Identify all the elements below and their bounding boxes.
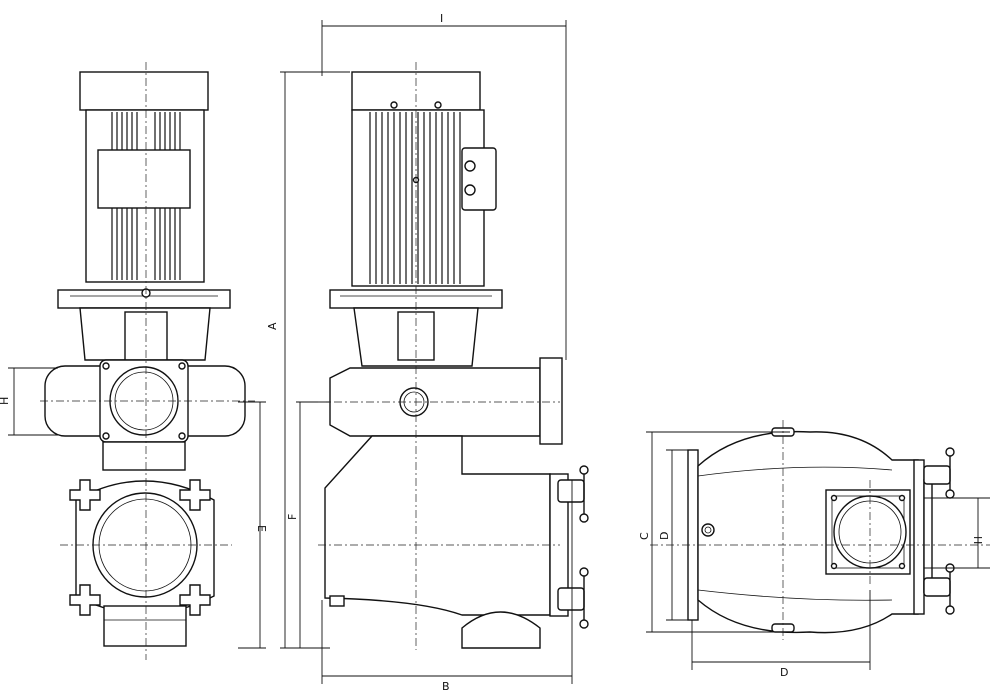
dimension-i: I [321,12,567,360]
front-cross-handles [69,479,211,616]
label-h-left: H [0,397,11,405]
dimension-d-height: D [658,449,696,621]
label-i: I [440,12,443,25]
front-view [40,62,255,660]
label-e: E [255,525,268,532]
dimension-h-left: H [0,367,58,436]
label-c: C [638,532,651,540]
dimension-b: B [321,480,573,693]
dimension-d-width: D [691,590,871,679]
label-f: F [286,514,299,520]
side-valves [557,465,589,629]
dimension-c: C [638,431,790,633]
label-h-right: H [971,536,984,544]
label-d-height: D [658,532,671,540]
dimension-e: E [238,401,268,649]
side-view [318,62,589,650]
top-valves [923,447,955,615]
top-view [650,420,990,640]
dimension-h-right: H [924,497,990,569]
label-a: A [266,322,279,330]
label-d-width: D [780,666,788,679]
side-motor-fins [369,112,461,284]
label-b: B [442,680,450,693]
